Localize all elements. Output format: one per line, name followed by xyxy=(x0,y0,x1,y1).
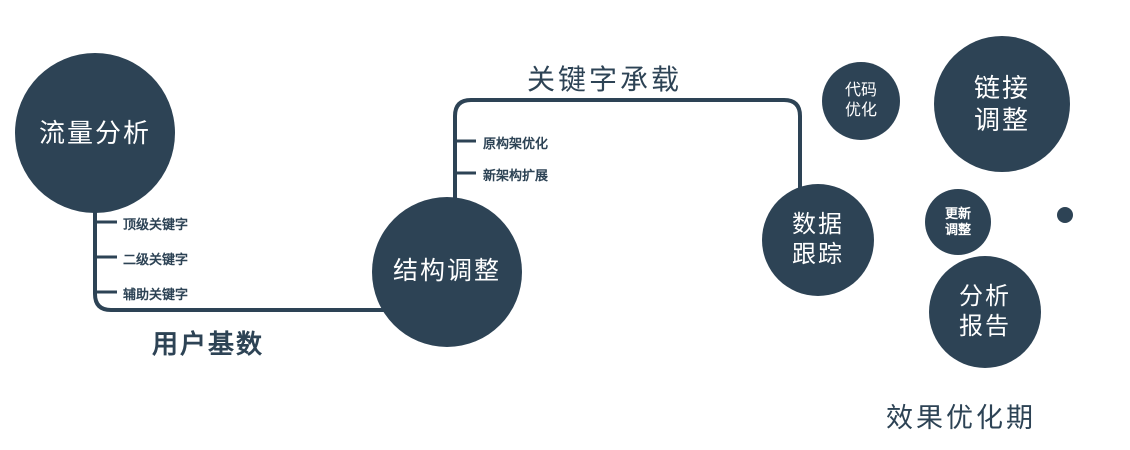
node-code-optimize-line1: 代码 xyxy=(844,82,877,99)
edge-label-keyword-carry: 关键字承载 xyxy=(527,64,683,95)
node-analysis-report-line1: 分析 xyxy=(959,283,1011,310)
node-data-tracking: 数据 跟踪 xyxy=(762,184,874,296)
node-structure-adjust-label: 结构调整 xyxy=(392,257,501,286)
node-analysis-report-line2: 报告 xyxy=(959,313,1011,340)
node-link-adjust-line1: 链接 xyxy=(973,72,1030,103)
node-code-optimize: 代码 优化 xyxy=(822,62,900,140)
branch-label-arch-optimize: 原构架优化 xyxy=(483,136,549,151)
node-traffic-analysis: 流量分析 xyxy=(15,53,175,213)
node-structure-adjust: 结构调整 xyxy=(372,197,522,347)
node-data-tracking-line2: 跟踪 xyxy=(792,241,844,268)
branch-label-aux-keyword: 辅助关键字 xyxy=(123,287,189,302)
node-update-adjust-line2: 调整 xyxy=(944,222,971,237)
edge-traffic-to-structure xyxy=(93,140,440,312)
caption-effect-optimize-period: 效果优化期 xyxy=(886,403,1036,433)
node-update-adjust: 更新 调整 xyxy=(925,189,991,255)
node-code-optimize-line2: 优化 xyxy=(844,102,877,119)
decorative-dot xyxy=(1057,207,1073,223)
branch-label-second-keyword: 二级关键字 xyxy=(123,252,189,267)
edge-structure-to-tracking xyxy=(453,98,802,260)
node-data-tracking-line1: 数据 xyxy=(792,211,844,238)
branch-label-arch-expand: 新架构扩展 xyxy=(483,168,549,183)
edge-label-user-base: 用户基数 xyxy=(152,329,265,359)
node-link-adjust: 链接 调整 xyxy=(934,36,1070,172)
branch-label-top-keyword: 顶级关键字 xyxy=(123,217,189,232)
node-traffic-analysis-label: 流量分析 xyxy=(38,117,151,148)
node-link-adjust-line2: 调整 xyxy=(973,105,1030,135)
node-analysis-report: 分析 报告 xyxy=(929,256,1041,368)
node-update-adjust-line1: 更新 xyxy=(944,205,971,221)
